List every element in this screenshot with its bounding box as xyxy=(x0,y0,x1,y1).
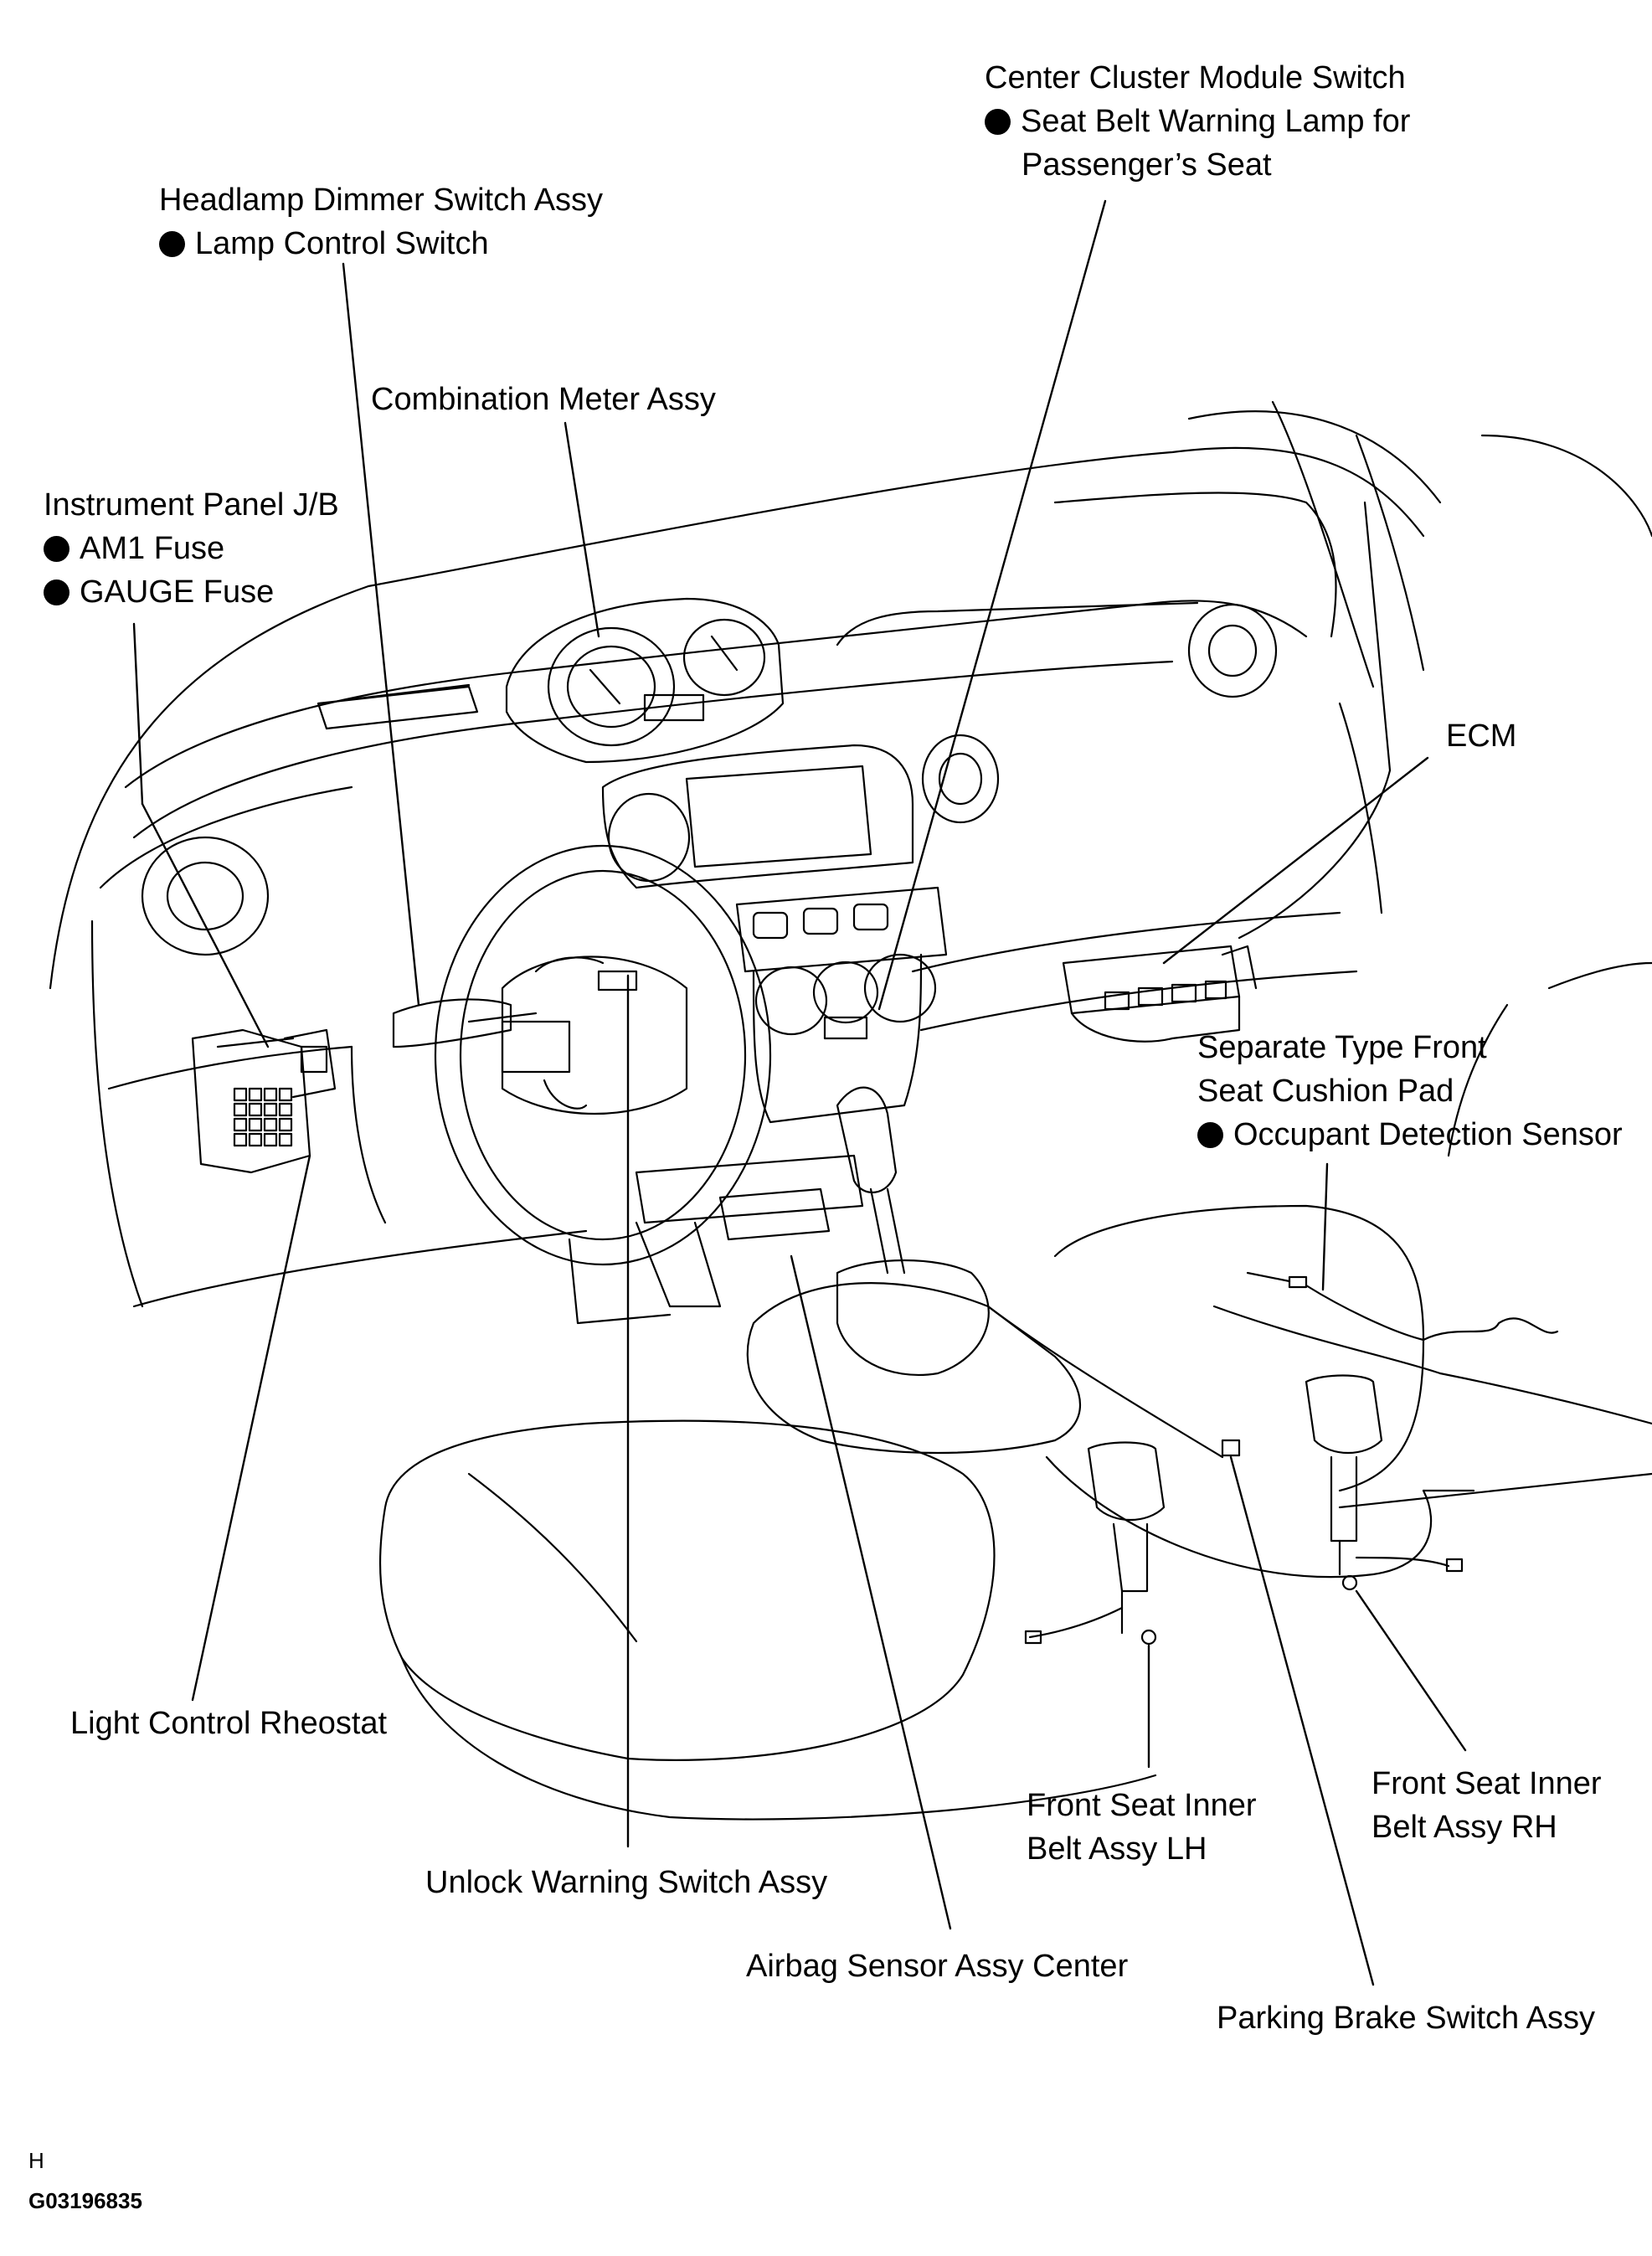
shift-lever xyxy=(837,1088,989,1375)
leader-instrument-jb xyxy=(134,624,142,804)
label-bullet-text: Occupant Detection Sensor xyxy=(1233,1117,1623,1152)
leader-light-rheostat xyxy=(193,1156,310,1700)
fuse-grid xyxy=(234,1089,291,1146)
label-center-cluster-module-switch: Center Cluster Module Switch Seat Belt W… xyxy=(985,56,1410,187)
center-console xyxy=(748,1283,1222,1457)
label-bullet-text: Lamp Control Switch xyxy=(195,226,489,261)
label-bullet-text: GAUGE Fuse xyxy=(80,574,275,610)
windshield-outline xyxy=(50,402,1652,988)
label-bullet-text: AM1 Fuse xyxy=(80,531,225,566)
combination-meter-drawing xyxy=(507,599,783,762)
leader-parking-brake xyxy=(1231,1457,1373,1985)
bullet-icon xyxy=(1197,1122,1223,1148)
leader-instrument-jb-2 xyxy=(142,804,268,1047)
label-bullet-continuation: Passenger’s Seat xyxy=(1022,147,1272,183)
driver-seat xyxy=(380,1421,1155,1820)
air-vents xyxy=(142,605,1276,955)
instrument-panel-jb-drawing xyxy=(193,1030,335,1172)
leader-lines xyxy=(134,201,1465,1985)
label-airbag-sensor: Airbag Sensor Assy Center xyxy=(746,1949,1129,1984)
figure-code: G03196835 xyxy=(28,2188,142,2213)
passenger-seat xyxy=(1047,1206,1474,1577)
label-instrument-panel-jb: Instrument Panel J/B AM1 Fuse GAUGE Fuse xyxy=(44,483,339,614)
label-ecm: ECM xyxy=(1446,719,1517,754)
leader-headlamp-dimmer xyxy=(343,264,419,1005)
steering-wheel xyxy=(394,846,770,1264)
center-stack xyxy=(569,745,946,1323)
leader-ecm xyxy=(1164,758,1428,963)
label-light-control-rheostat: Light Control Rheostat xyxy=(70,1706,388,1741)
bullet-icon xyxy=(44,536,69,562)
label-headlamp-dimmer-switch: Headlamp Dimmer Switch Assy Lamp Control… xyxy=(159,178,603,265)
leader-center-cluster xyxy=(879,201,1105,1009)
label-title: Instrument Panel J/B xyxy=(44,487,339,523)
leader-belt-rh xyxy=(1356,1591,1465,1750)
occupant-detection-sensor-drawing xyxy=(1248,1273,1557,1340)
dashboard-top xyxy=(126,600,1306,837)
label-unlock-warning-switch: Unlock Warning Switch Assy xyxy=(425,1865,828,1900)
leader-airbag-sensor xyxy=(791,1256,950,1929)
label-seat-cushion-pad: Separate Type Front Seat Cushion Pad Occ… xyxy=(1197,1030,1623,1152)
leader-seat-pad xyxy=(1323,1164,1327,1290)
leader-combination-meter xyxy=(565,423,599,636)
footer-letter: H xyxy=(28,2148,44,2173)
label-title: Center Cluster Module Switch xyxy=(985,60,1406,95)
dashboard-body xyxy=(92,492,1390,1306)
floor-lines xyxy=(1340,963,1652,1507)
belt-buckle-lh xyxy=(1026,1443,1164,1645)
label-parking-brake-switch: Parking Brake Switch Assy xyxy=(1217,2001,1595,2036)
label-front-seat-belt-lh: Front Seat Inner Belt Assy LH xyxy=(1027,1788,1257,1867)
label-front-seat-belt-rh: Front Seat Inner Belt Assy RH xyxy=(1372,1766,1602,1845)
label-title: Headlamp Dimmer Switch Assy xyxy=(159,183,604,218)
belt-buckle-rh xyxy=(1306,1376,1462,1590)
label-combination-meter: Combination Meter Assy xyxy=(371,382,716,417)
bullet-icon xyxy=(159,231,185,257)
ecm-drawing xyxy=(1063,946,1256,1042)
parking-brake-switch-drawing xyxy=(1222,1440,1239,1455)
bullet-icon xyxy=(985,109,1011,135)
label-bullet-text: Seat Belt Warning Lamp for xyxy=(1021,104,1411,139)
bullet-icon xyxy=(44,579,69,605)
